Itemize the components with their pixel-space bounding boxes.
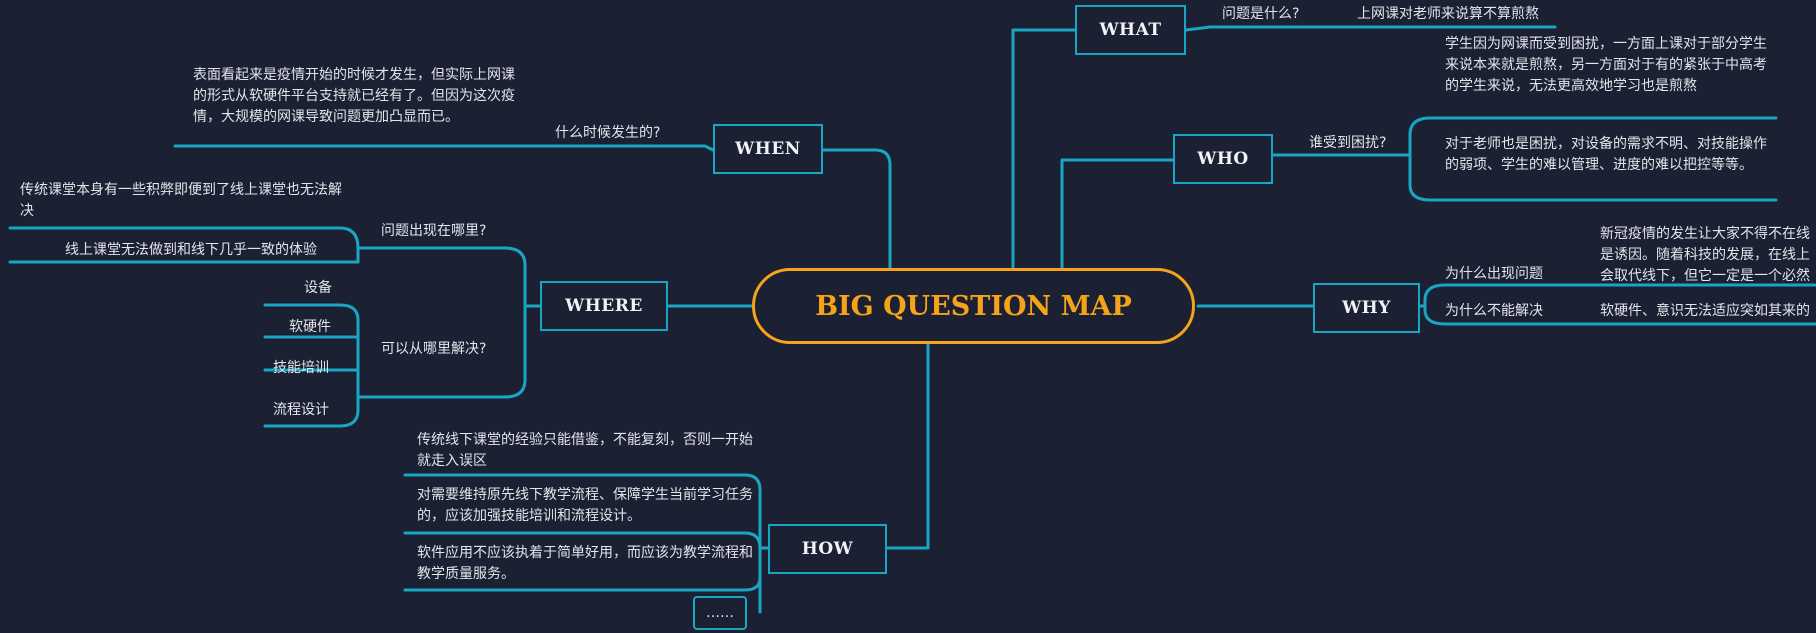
how-item-3: 软件应用不应该执着于简单好用，而应该为教学流程和教学质量服务。 bbox=[417, 545, 753, 582]
how-more-button[interactable]: …… bbox=[693, 596, 747, 630]
link-when-answer bbox=[173, 144, 715, 152]
link-what bbox=[1011, 28, 1077, 272]
link-what-answer bbox=[1184, 25, 1557, 32]
why-q2: 为什么不能解决 bbox=[1445, 303, 1543, 319]
who-answer-teachers: 对于老师也是困扰，对设备的需求不明、对技能操作的弱项、学生的难以管理、进度的难以… bbox=[1445, 136, 1767, 173]
where-q2-answer-3: 技能培训 bbox=[273, 360, 329, 376]
where-q1-answer-2: 线上课堂无法做到和线下几乎一致的体验 bbox=[65, 242, 317, 258]
where-q2: 可以从哪里解决? bbox=[381, 341, 487, 357]
what-answer: 上网课对老师来说算不算煎熬 bbox=[1357, 6, 1539, 22]
when-answer: 表面看起来是疫情开始的时候才发生，但实际上网课的形式从软硬件平台支持就已经有了。… bbox=[193, 67, 515, 125]
why-node[interactable]: WHY bbox=[1313, 283, 1420, 333]
who-node[interactable]: WHO bbox=[1173, 134, 1273, 184]
where-q1-answer-1: 传统课堂本身有一些积弊即便到了线上课堂也无法解决 bbox=[20, 182, 342, 219]
what-question: 问题是什么? bbox=[1222, 6, 1300, 22]
where-q2-answer-4: 流程设计 bbox=[273, 402, 329, 418]
who-question: 谁受到困扰? bbox=[1309, 135, 1387, 151]
link-how-b bbox=[403, 531, 762, 550]
how-item-1: 传统线下课堂的经验只能借鉴，不能复刻，否则一开始就走入误区 bbox=[417, 432, 753, 469]
link-where-q1-b bbox=[8, 246, 360, 264]
how-node[interactable]: HOW bbox=[768, 524, 887, 574]
where-q2-answer-2: 软硬件 bbox=[289, 319, 331, 335]
when-question: 什么时候发生的? bbox=[555, 125, 661, 141]
link-where-brace bbox=[503, 246, 527, 399]
link-where-q2-brace bbox=[338, 303, 360, 428]
link-who-brace bbox=[1408, 116, 1778, 202]
why-a1: 新冠疫情的发生让大家不得不在线是诱因。随着科技的发展，在线上会取代线下，但它一定… bbox=[1600, 226, 1810, 284]
link-who bbox=[1060, 158, 1175, 272]
where-q2-answer-1: 设备 bbox=[304, 280, 332, 296]
link-how-brace bbox=[403, 473, 770, 550]
link-when bbox=[821, 148, 892, 272]
link-how bbox=[885, 340, 930, 550]
where-q1: 问题出现在哪里? bbox=[381, 223, 487, 239]
where-node[interactable]: WHERE bbox=[540, 281, 668, 331]
what-node[interactable]: WHAT bbox=[1075, 5, 1186, 55]
when-node[interactable]: WHEN bbox=[713, 124, 823, 174]
center-node[interactable]: BIG QUESTION MAP bbox=[752, 268, 1195, 344]
how-item-2: 对需要维持原先线下教学流程、保障学生当前学习任务的，应该加强技能培训和流程设计。 bbox=[417, 487, 753, 524]
why-a2: 软硬件、意识无法适应突如其来的 bbox=[1600, 303, 1810, 319]
link-why-brace bbox=[1423, 283, 1816, 326]
who-answer-students: 学生因为网课而受到困扰，一方面上课对于部分学生来说本来就是煎熬，另一方面对于有的… bbox=[1445, 36, 1767, 94]
why-q1: 为什么出现问题 bbox=[1445, 266, 1543, 282]
